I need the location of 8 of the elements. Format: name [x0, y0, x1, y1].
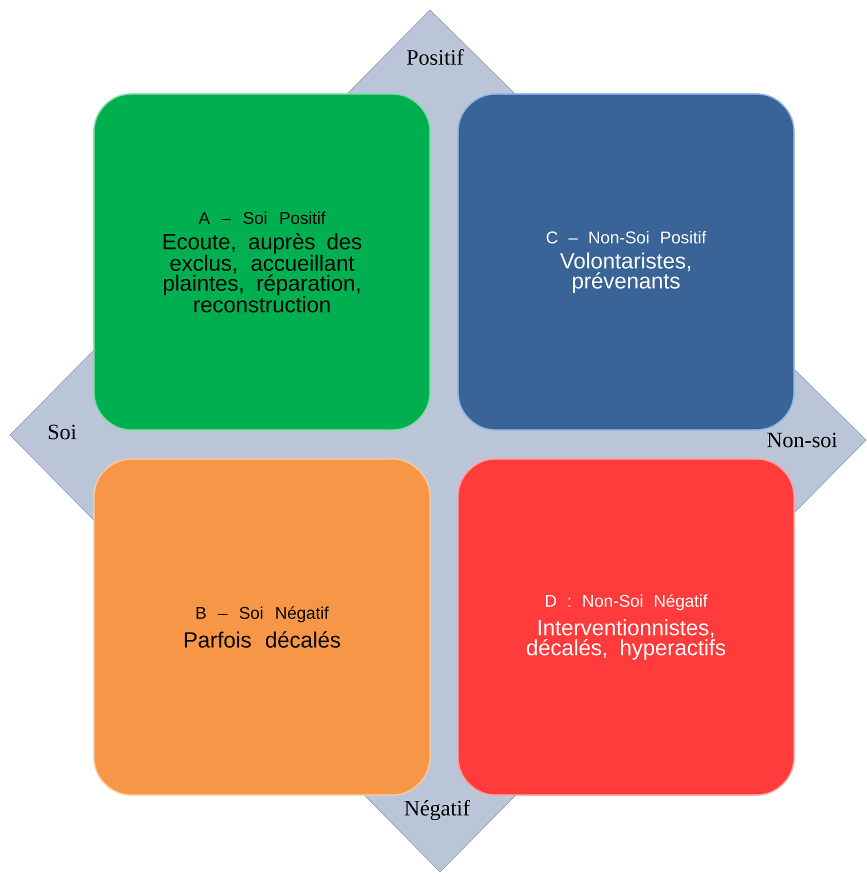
quadrant-box: C – Non-Soi Positif Volontaristes, prévenants — [457, 93, 795, 431]
quadrant-box: A – Soi Positif Ecoute, auprès des exclus, accueillant plaintes, réparation, reconstruction — [93, 93, 431, 431]
quadrant-box: D : Non-Soi Négatif Interventionnistes, décalés, hyperactifs — [457, 458, 795, 796]
axis-label: Non-soi — [767, 432, 838, 448]
quadrant-box: B – Soi Négatif Parfois décalés — [93, 458, 431, 796]
axis-label: Négatif — [404, 800, 470, 820]
axis-label: Positif — [406, 49, 464, 65]
axis-label: Soi — [48, 424, 76, 440]
